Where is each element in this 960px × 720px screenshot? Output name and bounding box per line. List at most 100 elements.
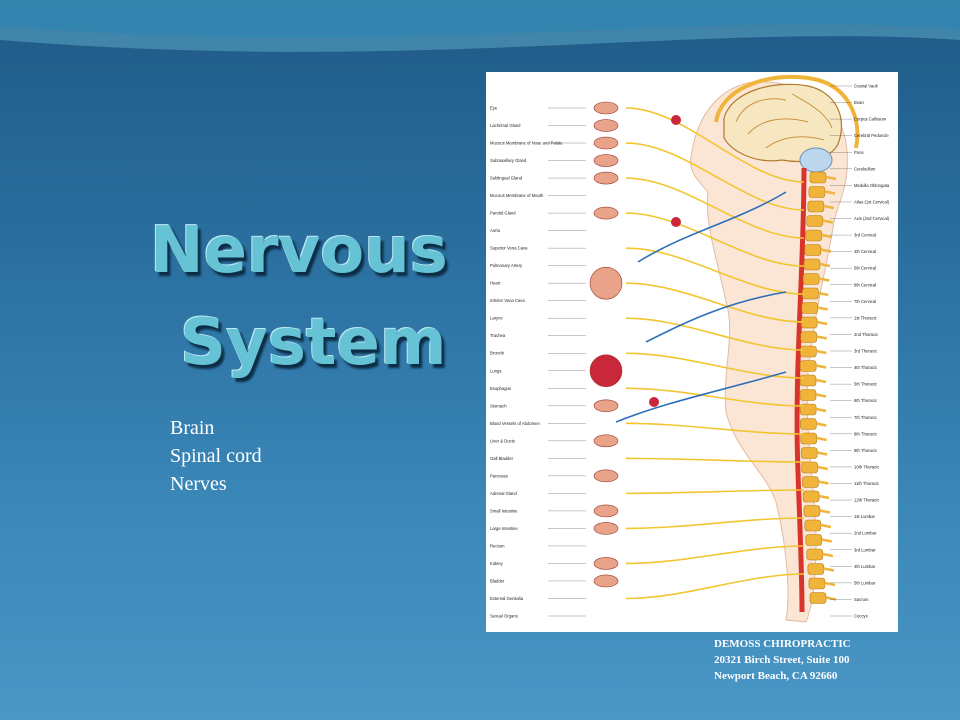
nerve-branch [625,387,805,407]
right-diagram-label: Brain [854,100,864,105]
nerve-branch [625,545,805,565]
vertebra [808,186,826,198]
vertebra [801,302,819,314]
vertebra-process [822,219,834,224]
organ-illustration [593,504,619,518]
nerve-branch [625,317,805,351]
header-wave-decoration [0,0,960,52]
vertebra [800,447,818,459]
vertebra [800,331,818,343]
vertebra [800,418,817,430]
right-diagram-label: 5th Lumbar [854,580,876,585]
vertebra-process [818,291,829,297]
right-diagram-label: 10th Thoracic [854,464,879,469]
organ-group [589,101,681,588]
left-diagram-label: Bronchi [490,351,504,356]
organ-illustration [593,522,619,535]
right-diagram-label: 5th Cervical [854,266,876,271]
left-diagram-label: Superior Vena Cava [490,246,528,251]
vertebra [804,519,822,532]
right-diagram-label: 8th Thoracic [854,431,877,436]
right-diagram-label: Axis (2nd Cervical) [854,216,890,221]
vertebra-process [825,596,837,601]
vertebra [809,171,827,184]
footer-address-block: DEMOSS CHIROPRACTIC 20321 Birch Street, … [714,636,851,684]
left-diagram-label: Larynx [490,316,503,321]
organ-illustration [593,206,619,220]
vertebra [806,548,824,561]
vertebral-column [799,171,837,604]
bullet-item: Brain [170,417,215,439]
organ-illustration [593,399,619,413]
right-diagram-label: 1st Lumbar [854,514,876,519]
right-diagram-label: 7th Cervical [854,299,876,304]
nerve-branch [625,107,805,183]
left-diagram-label: Lachrimal Gland [490,123,521,128]
vertebra [802,490,820,503]
left-diagram-label: Stomach [490,403,507,408]
organ-illustration [593,574,619,588]
left-diagram-label: Bladder [490,578,505,583]
nerve-branch [625,517,805,530]
right-diagram-label: 3rd Thoracic [854,349,877,354]
nerve-branch [625,177,805,239]
vertebra-process [816,320,828,326]
left-diagram-label: Pancreas [490,473,508,478]
cranial-vault [714,75,860,149]
left-diagram-label: Heart [490,281,501,286]
vertebra [803,258,821,271]
right-diagram-label: 3rd Lumbar [854,547,876,552]
left-diagram-label: Mucous Membrane of Nose and Palate [490,141,563,146]
left-diagram-label: Pulmonary Artery [490,263,523,268]
ganglion [649,397,659,407]
vertebra-process [816,436,827,442]
vertebra-process [816,349,827,355]
organ-illustration [593,101,619,115]
left-diagram-label: Submaxillary Gland [490,158,527,163]
left-diagram-label: Mucous Membrane of Mouth [490,193,544,198]
vertebra-process [823,204,835,210]
right-diagram-label: Coccyx [854,614,869,619]
vertebra [802,273,820,285]
street-address: 20321 Birch Street, Suite 100 [714,654,850,666]
vertebra-process [815,364,827,369]
nerve-branch [625,489,805,495]
nerve-branch [625,352,805,379]
vertebra-process [820,248,832,253]
left-diagram-label: Esophagus [490,386,511,391]
vertebra-process [815,407,827,413]
right-diagram-label: Sacrum [854,597,869,602]
vertebra-process [818,494,830,500]
vertebra-process [818,277,830,282]
vertebra-process [825,175,837,181]
vertebra [805,229,823,242]
brain-folds [735,93,833,149]
ganglion [671,217,681,227]
left-diagram-label: Large Intestine [490,526,518,531]
vertebra [801,461,819,474]
vertebra [799,389,817,401]
left-diagram-label: Trachea [490,333,506,338]
right-diagram-label: 2nd Lumbar [854,531,877,536]
spinal-cord [794,167,807,613]
vertebra [802,476,819,488]
right-diagram-label: 2nd Thoracic [854,332,878,337]
bullet-list: Brain Spinal cord Nerves [170,414,262,498]
vertebra [806,215,824,227]
left-diagram-label: Aorta [490,228,501,233]
right-diagram-label: Corpus Callosum [854,117,887,122]
left-diagram-label: Gall Bladder [490,456,514,461]
left-diagram-label: Sexual Organs [490,614,518,619]
vertebra-process [817,465,828,471]
right-diagram-label: Cranial Vault [854,84,878,89]
right-diagram-label: 9th Thoracic [854,448,877,453]
right-diagram-label: 1st Thoracic [854,315,877,320]
city-state-zip: Newport Beach, CA 92660 [714,670,838,682]
right-diagram-label: 6th Cervical [854,282,876,287]
vertebra-process [822,552,834,558]
organ-illustration [589,266,623,300]
vertebra-process [819,509,831,514]
right-diagram-label: Medulla Oblongata [854,183,890,188]
